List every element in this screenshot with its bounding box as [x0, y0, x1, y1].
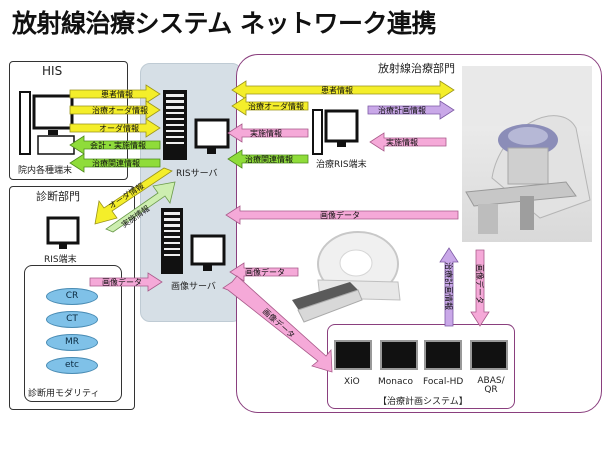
arrow-rt-related-rt: [227, 149, 309, 169]
modality-label: 診断用モダリティ: [28, 389, 100, 399]
arrow-order-info: [69, 118, 161, 138]
diagnosis-label: 診断部門: [36, 190, 80, 203]
his-terminal-label: 院内各種端末: [18, 166, 73, 176]
arrow-image-data-vertical-label: 画像データ: [475, 264, 485, 304]
ris-server-label: RISサーバ: [176, 169, 218, 179]
arrow-order-diag: [94, 167, 173, 225]
arrow-image-data-modal-label: 画像データ: [102, 277, 142, 287]
arrow-rt-plan-info: [367, 100, 455, 120]
rt-ris-terminal-icon: [312, 109, 359, 155]
image-server-icon: [161, 208, 226, 274]
arrow-accounting-info-label: 会計・実施情報: [90, 140, 146, 150]
radiotherapy-label: 放射線治療部門: [378, 62, 455, 75]
arrow-patient-info-rt: [231, 80, 455, 100]
arrow-image-data-modal: [89, 272, 163, 292]
arrow-rt-related-his-label: 治療関連情報: [92, 158, 140, 168]
page-title: 放射線治療システム ネットワーク連携: [12, 9, 436, 38]
modality-mr: MR: [46, 334, 98, 351]
planning-monitor-icons: [334, 340, 508, 370]
arrow-image-data-plan-label: 画像データ: [261, 306, 297, 340]
arrow-rt-order-his: [69, 100, 161, 120]
arrow-rt-plan-vertical-label: 治療計画情報: [444, 262, 454, 310]
arrow-order-info-label: オーダ情報: [99, 123, 139, 133]
arrow-patient-info-rt-label: 患者情報: [321, 85, 353, 95]
arrow-rt-plan-info-label: 治療計画情報: [378, 105, 426, 115]
arrow-patient-info-his-label: 患者情報: [101, 89, 133, 99]
image-server-label: 画像サーバ: [171, 282, 216, 292]
arrow-exec-info-rt-label: 実施情報: [386, 137, 418, 147]
modality-etc: etc: [46, 357, 98, 374]
planning-focal-label: Focal-HD: [423, 377, 464, 387]
modality-ct: CT: [46, 311, 98, 328]
arrow-exec-info-srv: [227, 123, 309, 143]
planning-system-label: 【治療計画システム】: [378, 397, 468, 407]
planning-abas-label: ABAS/ QR: [477, 376, 505, 395]
diagnosis-ris-terminal-icon: [46, 216, 80, 249]
arrow-exec-info-rt: [369, 132, 447, 152]
arrow-rt-related-his: [69, 153, 161, 173]
arrow-image-data-ct-label: 画像データ: [245, 267, 285, 277]
arrow-image-data-linac: [225, 205, 459, 225]
rt-ris-terminal-label: 治療RIS端末: [316, 160, 367, 170]
arrow-rt-plan-vertical: [439, 247, 459, 327]
his-label: HIS: [42, 64, 63, 78]
arrow-rt-order-rt-label: 治療オーダ情報: [248, 101, 304, 111]
arrow-patient-info-his: [69, 84, 161, 104]
arrow-rt-order-his-label: 治療オーダ情報: [92, 105, 148, 115]
modality-cr: CR: [46, 288, 98, 305]
arrow-rt-related-rt-label: 治療関連情報: [245, 154, 293, 164]
arrow-image-data-vertical: [470, 249, 490, 327]
arrow-exec-diag: [105, 181, 176, 233]
arrow-accounting-info: [69, 135, 161, 155]
planning-monaco-label: Monaco: [378, 377, 413, 387]
ris-server-icon: [163, 90, 230, 160]
arrow-image-data-plan: [222, 275, 333, 373]
arrow-exec-info-srv-label: 実施情報: [250, 128, 282, 138]
ris-terminal-label: RIS端末: [44, 255, 77, 265]
arrow-image-data-linac-label: 画像データ: [320, 210, 360, 220]
arrow-rt-order-rt: [231, 96, 309, 116]
linac-image: [462, 66, 592, 242]
his-terminal-icon: [19, 91, 75, 155]
ct-scanner-image: [292, 231, 401, 323]
planning-xio-label: XiO: [344, 377, 360, 387]
